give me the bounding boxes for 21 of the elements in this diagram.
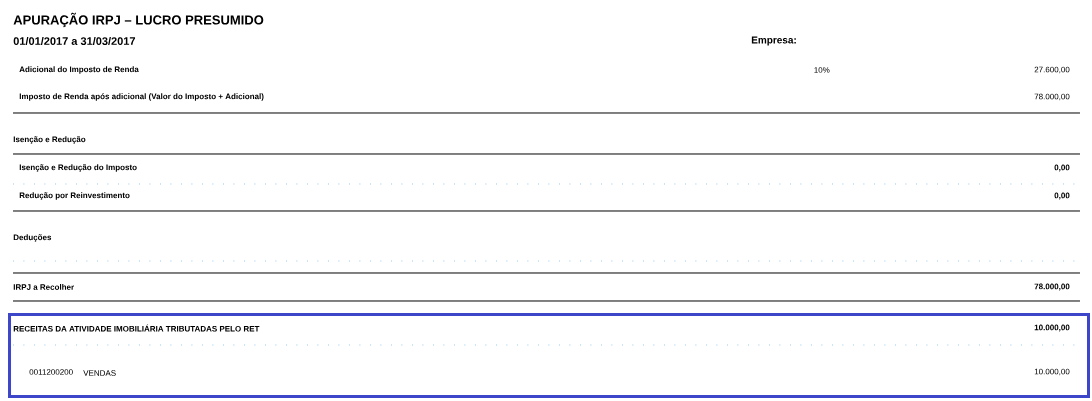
company-label: Empresa: bbox=[751, 36, 796, 46]
report-title: APURAÇÃO IRPJ – LUCRO PRESUMIDO bbox=[13, 12, 264, 28]
row-value: 10.000,00 bbox=[1034, 324, 1070, 332]
report-period: 01/01/2017 a 31/03/2017 bbox=[13, 36, 136, 46]
section-heading: Isenção e Redução bbox=[13, 136, 86, 144]
row-value: 78.000,00 bbox=[1034, 93, 1070, 101]
row-value: 10.000,00 bbox=[1034, 368, 1070, 376]
section-heading: RECEITAS DA ATIVIDADE IMOBILIÁRIA TRIBUTADAS PELO RET bbox=[13, 324, 260, 332]
row-value: 0,00 bbox=[1054, 192, 1070, 200]
row-value: 0,00 bbox=[1054, 164, 1070, 172]
account-name: VENDAS bbox=[83, 370, 116, 376]
row-value: 78.000,00 bbox=[1034, 283, 1070, 291]
percentage-value: 10% bbox=[814, 67, 830, 73]
account-code: 0011200200 bbox=[29, 369, 73, 375]
row-label: Isenção e Redução do Imposto bbox=[19, 164, 137, 172]
row-label: Imposto de Renda após adicional (Valor do Imposto + Adicional) bbox=[19, 93, 264, 101]
row-label: IRPJ a Recolher bbox=[13, 284, 74, 290]
section-heading: Deduções bbox=[13, 234, 52, 242]
row-value: 27.600,00 bbox=[1034, 66, 1070, 74]
row-label: Redução por Reinvestimento bbox=[19, 192, 130, 200]
row-label: Adicional do Imposto de Renda bbox=[19, 66, 139, 74]
